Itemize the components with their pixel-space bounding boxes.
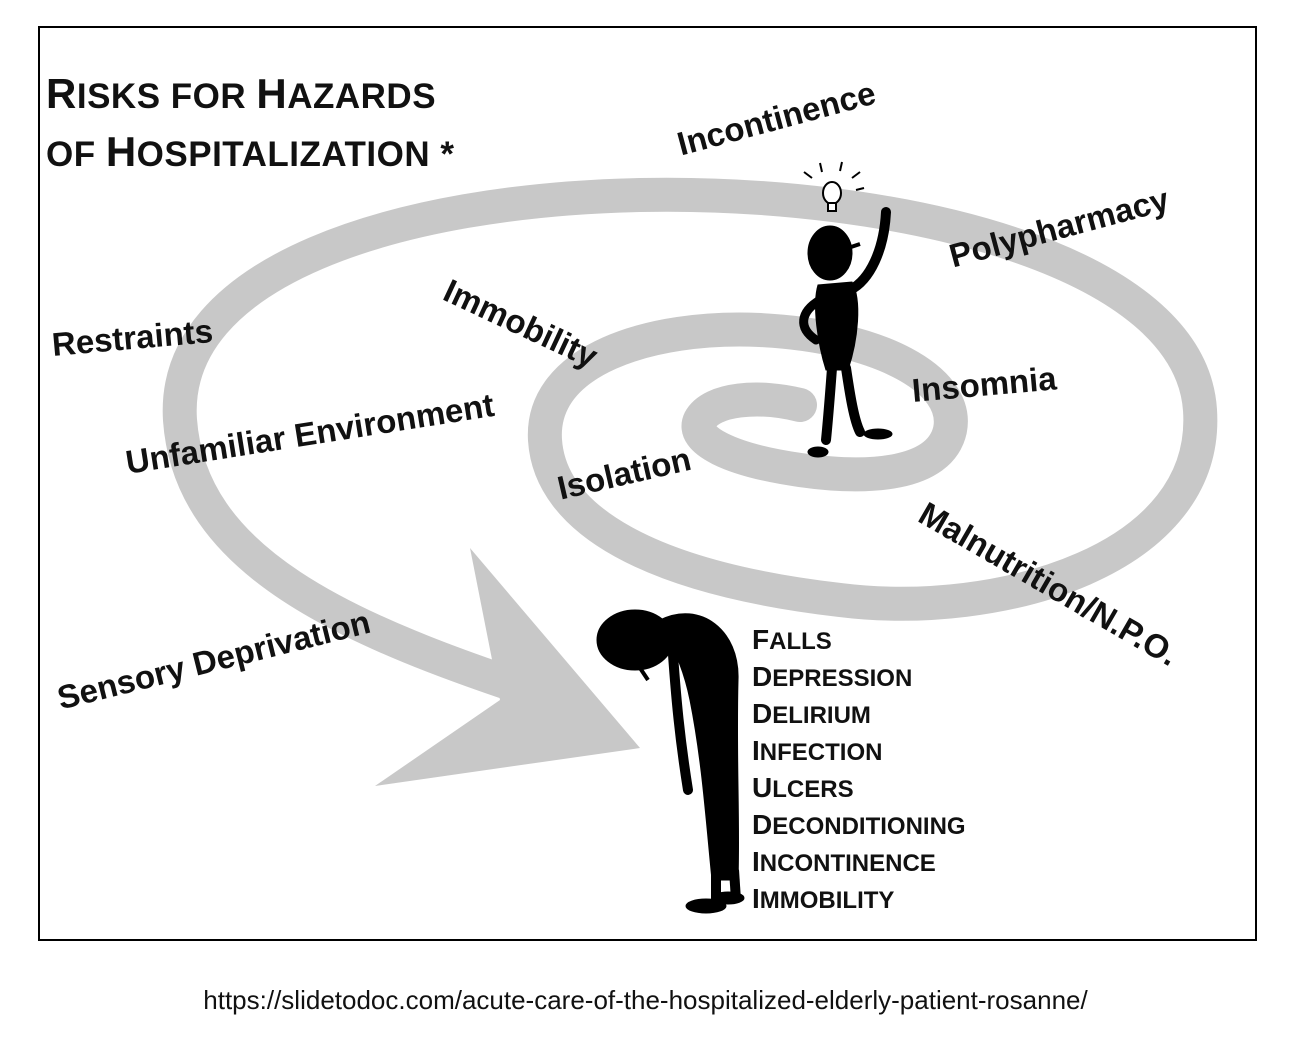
outcome-item: IMMOBILITY bbox=[752, 883, 895, 914]
lightbulb-icon bbox=[803, 161, 865, 212]
slumped-figure bbox=[596, 609, 745, 914]
spiral-arrow bbox=[162, 177, 1218, 717]
outcome-item: FALLS bbox=[752, 624, 832, 655]
diagram-title-line-1: RISKS FOR HAZARDS bbox=[46, 70, 437, 117]
spiral-arrowhead bbox=[375, 548, 640, 786]
source-url[interactable]: https://slidetodoc.com/acute-care-of-the… bbox=[203, 985, 1088, 1015]
outcome-item: DELIRIUM bbox=[752, 698, 871, 729]
outcome-item: DECONDITIONING bbox=[752, 809, 966, 840]
standing-figure bbox=[799, 207, 893, 458]
outcome-item: INFECTION bbox=[752, 735, 883, 766]
outcome-item: INCONTINENCE bbox=[752, 846, 936, 877]
outcome-item: DEPRESSION bbox=[752, 661, 913, 692]
diagram-title-line-2: OF HOSPITALIZATION * bbox=[46, 128, 455, 175]
outcome-item: ULCERS bbox=[752, 772, 854, 803]
